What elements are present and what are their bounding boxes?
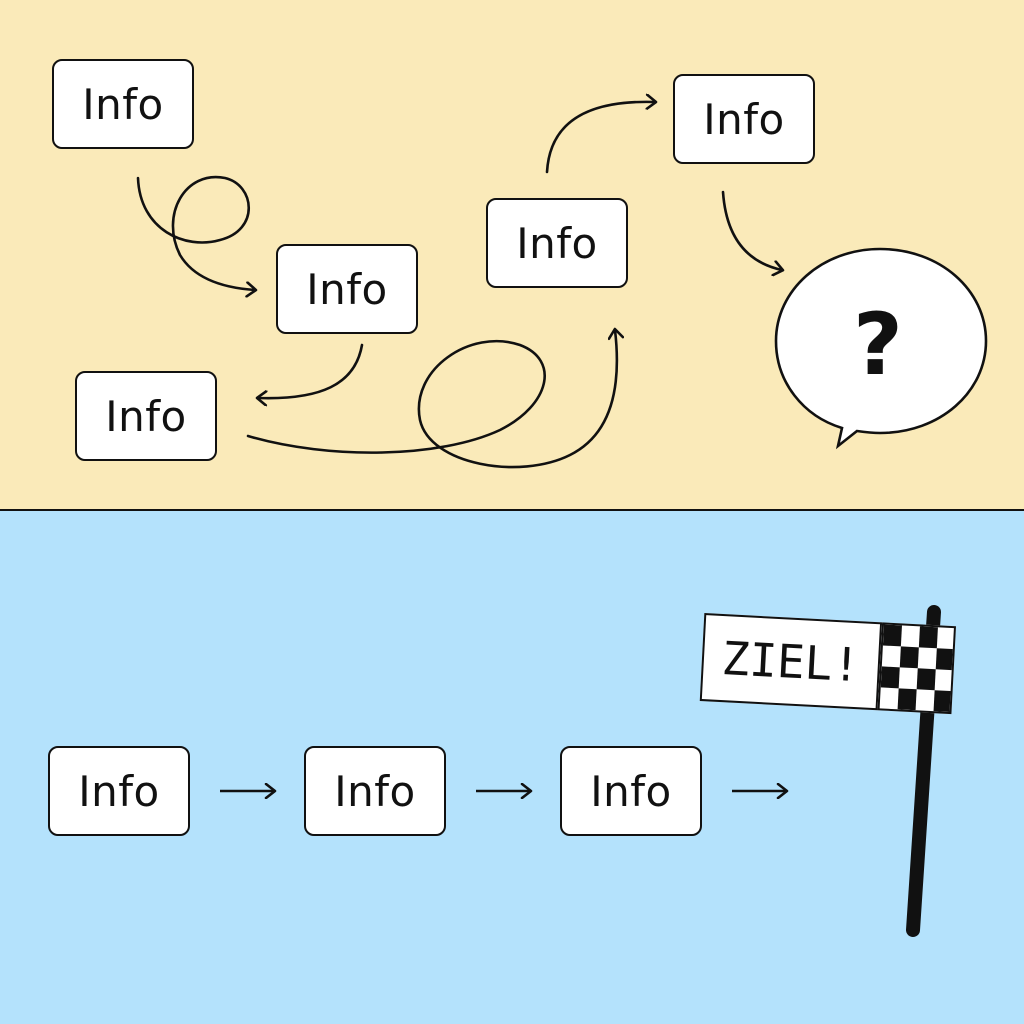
info-box: Info bbox=[673, 74, 815, 164]
info-box: Info bbox=[304, 746, 446, 836]
question-speech-bubble-icon bbox=[774, 247, 988, 450]
info-box: Info bbox=[276, 244, 418, 334]
loop-arrow-3 bbox=[246, 330, 617, 469]
info-box: Info bbox=[52, 59, 194, 149]
info-box: Info bbox=[486, 198, 628, 288]
curve-arrow-5 bbox=[721, 190, 782, 270]
question-mark: ? bbox=[853, 295, 903, 395]
info-box: Info bbox=[48, 746, 190, 836]
finish-sign: ZIEL! bbox=[699, 613, 957, 716]
curve-arrow-2 bbox=[258, 343, 364, 398]
finish-sign-label: ZIEL! bbox=[699, 613, 883, 711]
panel-divider bbox=[0, 509, 1024, 511]
info-box: Info bbox=[560, 746, 702, 836]
loop-arrow-1 bbox=[136, 175, 255, 290]
curve-arrow-4 bbox=[545, 102, 655, 174]
checkered-flag-icon bbox=[877, 622, 957, 715]
info-box: Info bbox=[75, 371, 217, 461]
